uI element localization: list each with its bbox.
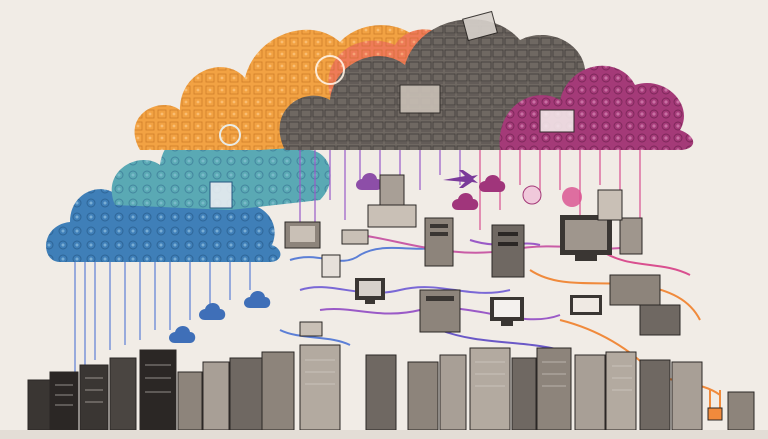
- desktop-computer-icon: [284, 221, 321, 249]
- cloud-icon: [169, 173, 506, 343]
- server-tower-icon: [367, 174, 417, 228]
- data-streams: [74, 150, 641, 400]
- server-tower-icon: [609, 274, 681, 336]
- network-devices: [284, 174, 681, 337]
- server-tower-icon: [619, 217, 643, 255]
- power-plug-icon: [707, 407, 723, 421]
- server-tower-icon: [597, 189, 623, 221]
- server-tower-icon: [491, 224, 525, 278]
- rack-slots: [55, 359, 632, 406]
- router-icon: [299, 229, 369, 337]
- airplane-icon: [443, 170, 478, 188]
- floor-line: [0, 430, 768, 439]
- monitor-icon: [570, 295, 602, 315]
- monitor-icon: [560, 215, 612, 261]
- satellite-dish-cluster: [522, 185, 582, 207]
- cloud-doodles: [209, 10, 575, 209]
- server-tower-icon: [424, 217, 454, 267]
- monitor-icon: [490, 297, 524, 326]
- cloud-cluster: [46, 10, 694, 262]
- monitor-icon: [355, 278, 385, 304]
- server-rack-row: [27, 344, 755, 431]
- server-tower-icon: [419, 289, 461, 333]
